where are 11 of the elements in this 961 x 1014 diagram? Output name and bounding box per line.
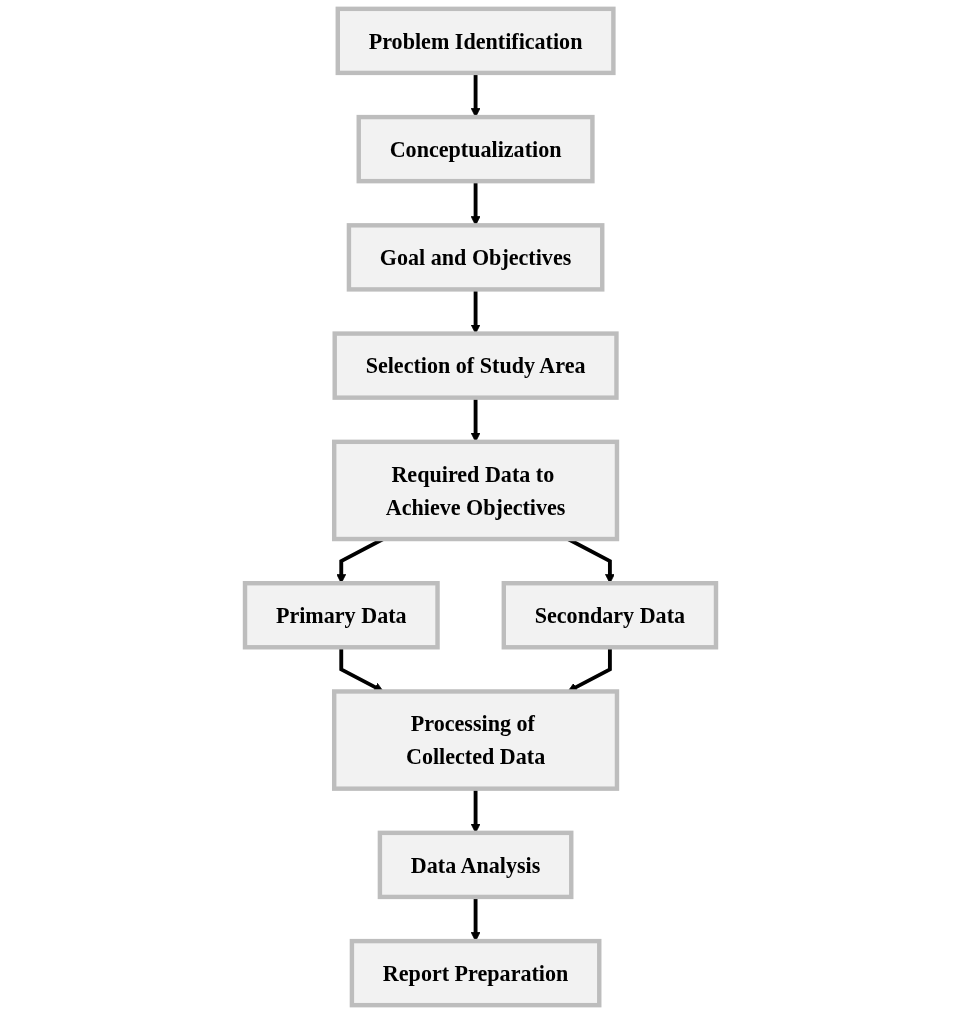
arrow [339,647,384,692]
node-box: Processing of Collected Data [332,689,620,791]
node-box: Report Preparation [349,938,602,1008]
node-box: Required Data to Achieve Objectives [332,439,620,542]
node-box: Goal and Objectives [346,223,605,292]
node-box: Conceptualization [356,114,595,184]
node-box: Data Analysis [377,830,574,900]
node-box: Secondary Data [501,581,719,650]
node-box: Selection of Study Area [332,331,619,400]
node-box: Problem Identification [335,6,616,76]
node-box: Primary Data [242,581,440,650]
